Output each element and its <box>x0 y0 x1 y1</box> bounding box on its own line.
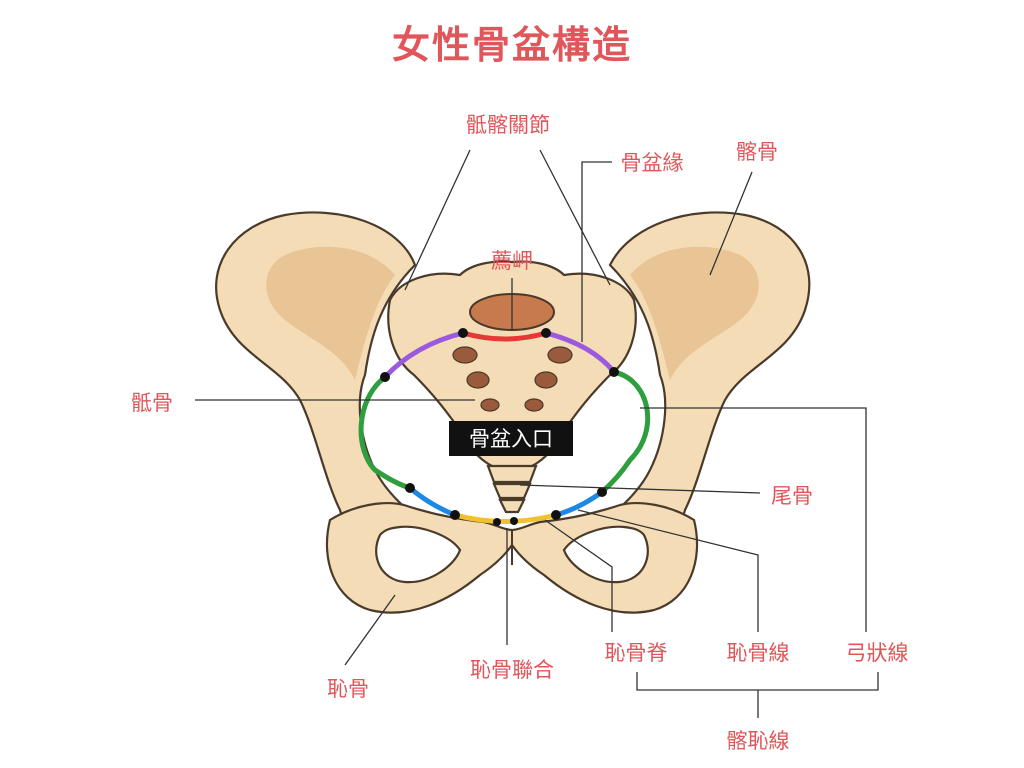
sacral-foramen <box>452 346 478 364</box>
page-title: 女性骨盆構造 <box>392 23 632 67</box>
sacral-foramen <box>466 371 490 389</box>
leader-lines <box>195 149 879 718</box>
label-pubic-symphysis: 恥骨聯合 <box>470 658 554 682</box>
landmark-dot <box>493 518 501 526</box>
label-sacroiliac-joint: 骶髂關節 <box>466 113 550 137</box>
landmark-dot <box>541 328 551 338</box>
sacral-foramen <box>534 371 558 389</box>
leader-coccyx <box>519 484 761 494</box>
leader-pelvic-brim <box>581 161 612 342</box>
pelvis-illustration <box>215 211 811 614</box>
obturator-foramen-left <box>375 525 462 584</box>
label-sacrum: 骶骨 <box>131 391 173 415</box>
label-pelvic-brim: 骨盆緣 <box>621 151 684 175</box>
leader-pectineal-line <box>577 509 759 632</box>
labels: 骶髂關節 骨盆緣 髂骨 薦岬 骶骨 骨盆入口 尾骨 恥骨 恥骨聯合 恥骨脊 恥骨… <box>131 113 909 753</box>
landmark-dot <box>551 510 561 520</box>
ala-segment-left <box>382 330 466 380</box>
right-ilium-fossa <box>630 246 759 380</box>
bracket-iliopectineal <box>636 672 879 691</box>
landmark-dot <box>510 517 518 525</box>
label-pubic-crest: 恥骨脊 <box>605 641 668 665</box>
label-pectineal-line: 恥骨線 <box>727 641 790 665</box>
ala-segment-right <box>543 330 617 375</box>
sacral-foramen <box>480 398 500 412</box>
label-pelvic-inlet: 骨盆入口 <box>469 427 553 451</box>
landmark-dot <box>458 328 468 338</box>
sacral-foramen <box>547 346 573 364</box>
landmark-dot <box>597 487 607 497</box>
arcuate-segment-right <box>599 369 651 495</box>
leader-arcuate-line <box>640 407 867 632</box>
arcuate-segment-left <box>358 374 413 491</box>
left-ilium-fossa <box>266 246 395 380</box>
sacral-foramen <box>524 398 544 412</box>
landmark-dot <box>609 367 619 377</box>
pubic-crest-segment <box>452 512 559 524</box>
pelvic-inlet-badge <box>449 421 573 456</box>
landmark-dot <box>450 510 460 520</box>
leader-ilium <box>709 171 753 276</box>
leader-sacroiliac-right <box>539 149 611 286</box>
leader-pubic-crest <box>544 519 613 632</box>
label-arcuate-line: 弓狀線 <box>846 641 909 665</box>
landmark-dot <box>405 483 415 493</box>
leader-sacroiliac-left <box>404 149 471 291</box>
brim-landmarks <box>380 328 619 526</box>
obturator-foramen-right <box>562 525 649 584</box>
label-promontory: 薦岬 <box>491 249 533 273</box>
leader-pubis <box>344 594 396 666</box>
promontory-segment <box>460 330 549 342</box>
label-pubis: 恥骨 <box>327 677 369 701</box>
coccyx-shape <box>486 464 538 514</box>
label-ilium: 髂骨 <box>736 140 778 164</box>
label-iliopectineal-line: 髂恥線 <box>727 729 790 753</box>
landmark-dot <box>380 372 390 382</box>
label-coccyx: 尾骨 <box>771 484 813 508</box>
